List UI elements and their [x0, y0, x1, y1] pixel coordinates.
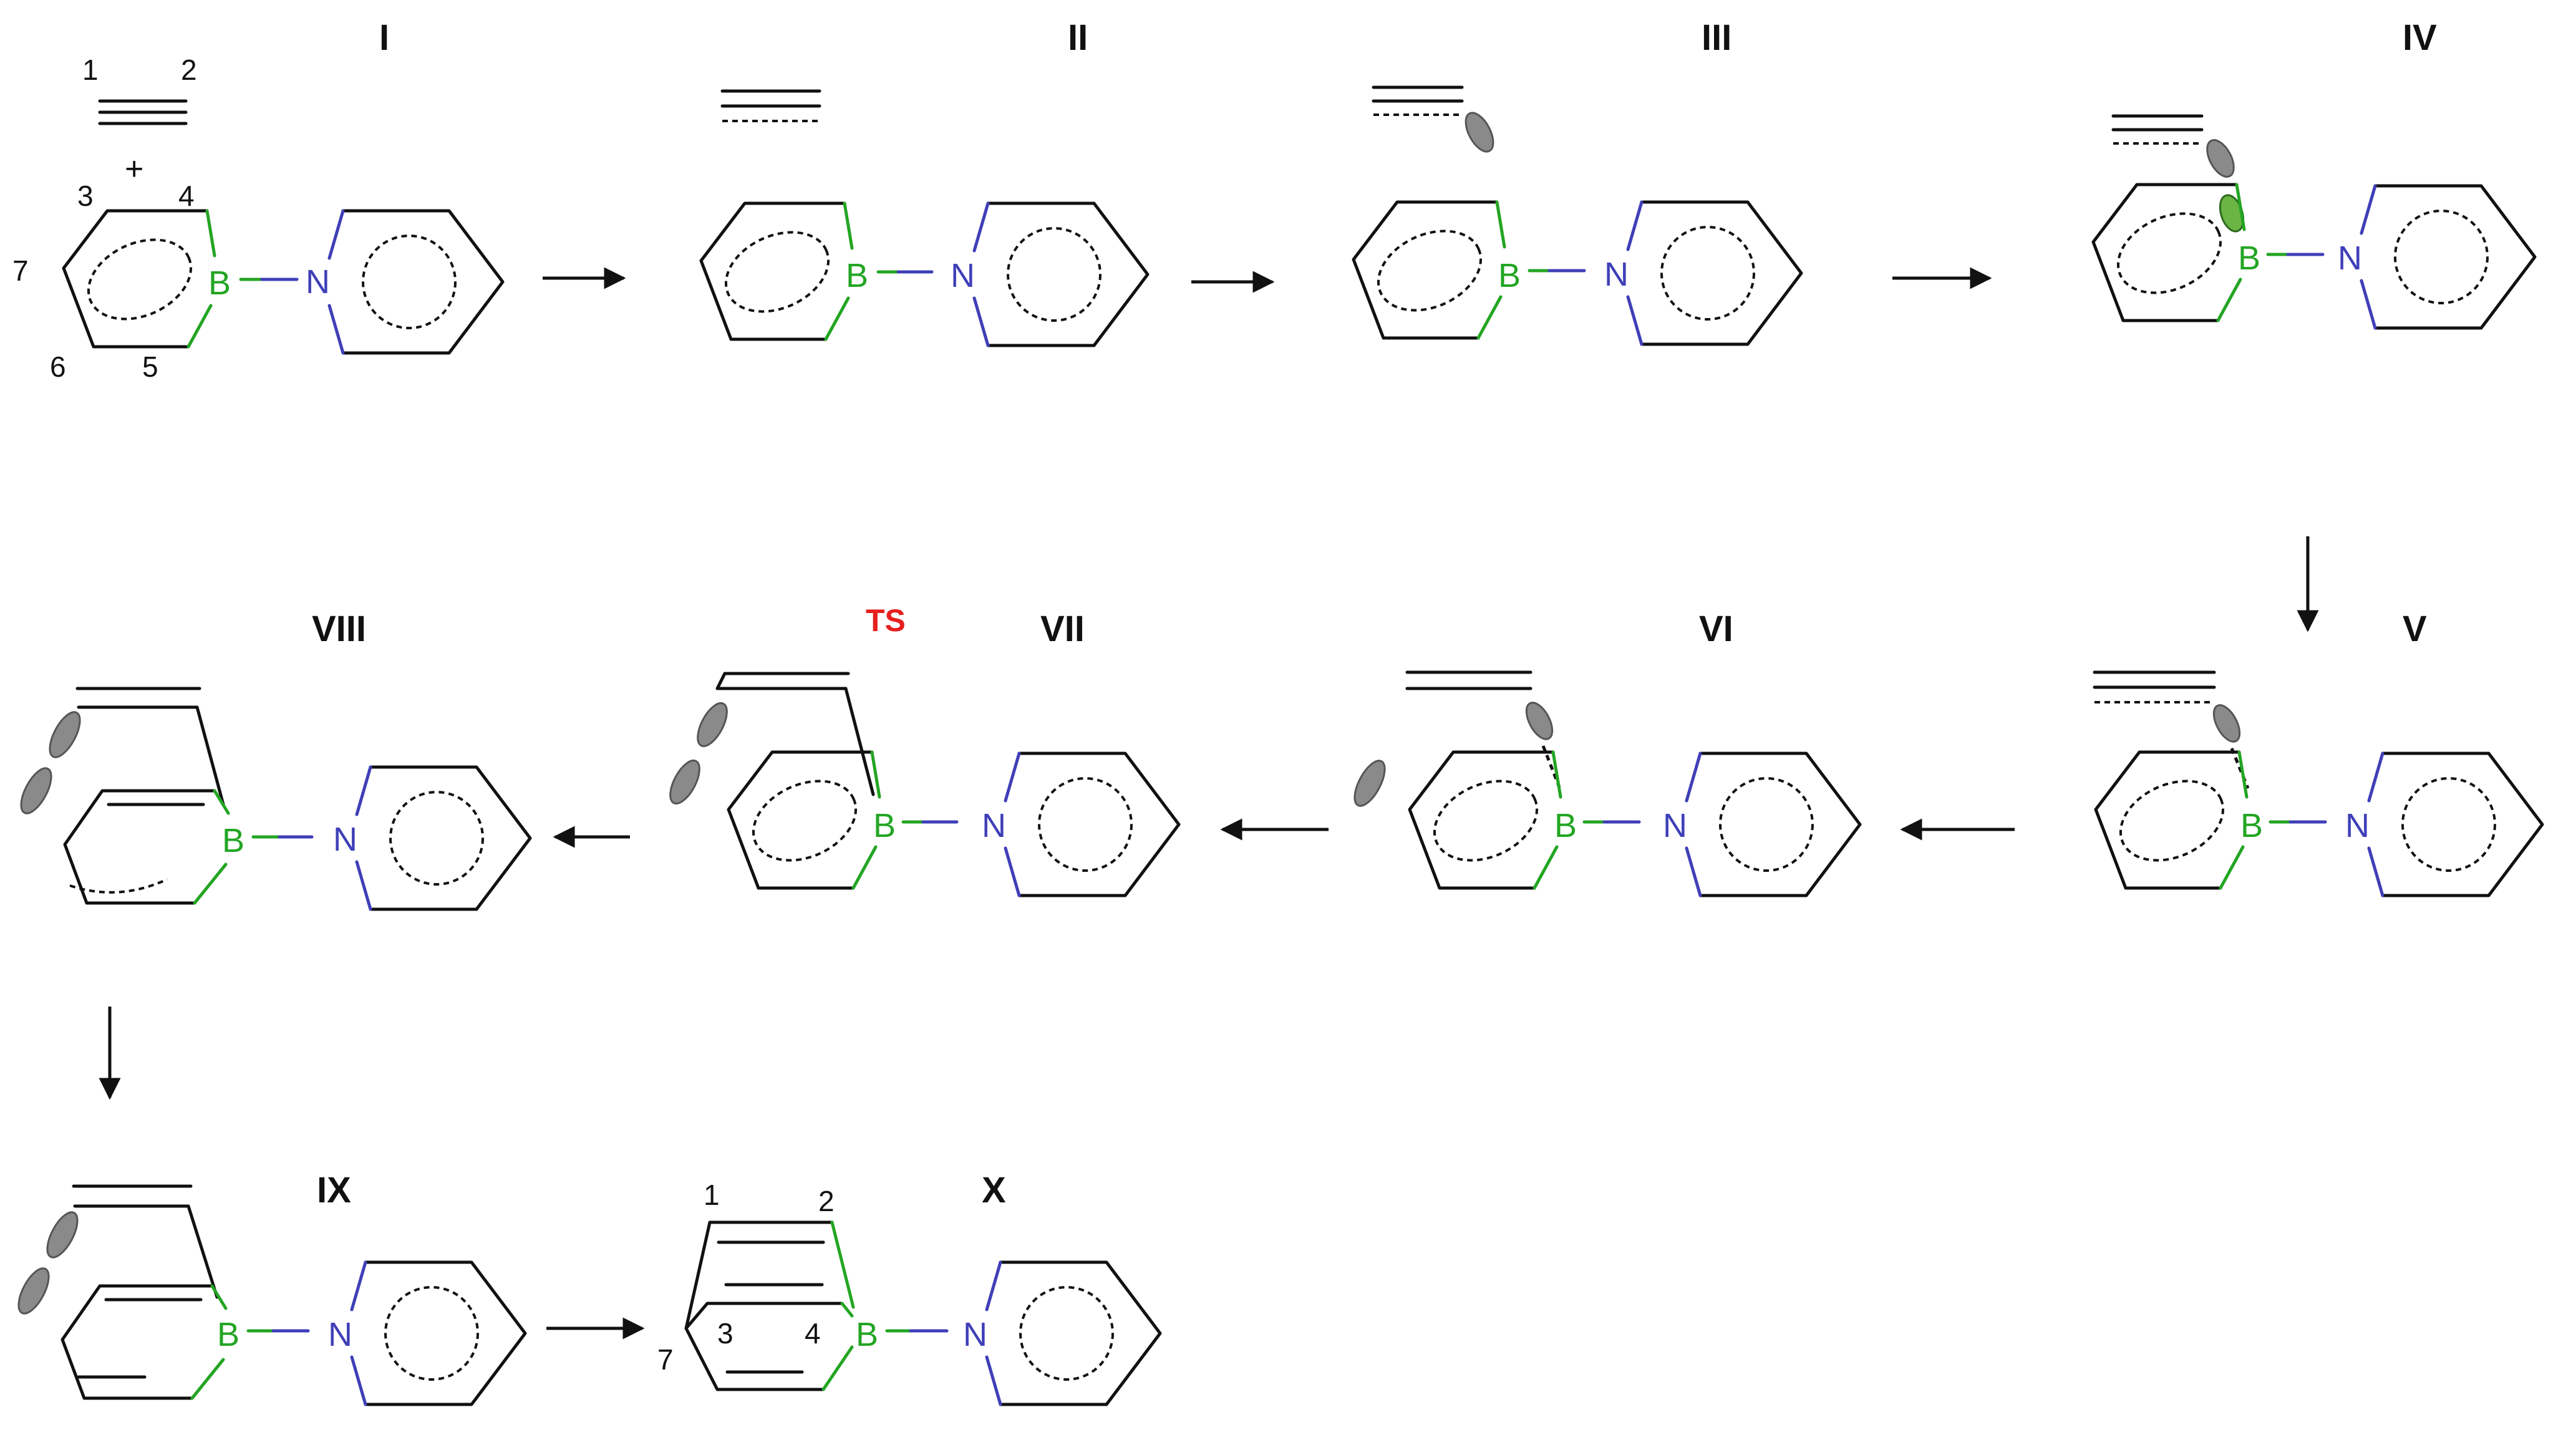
stage-3: III B N [1353, 17, 1801, 344]
nitrogen-atom: N [306, 263, 330, 301]
nitrogen-atom: N [1604, 256, 1629, 293]
pyridine-ring [329, 211, 503, 353]
atom-number-2: 2 [181, 54, 197, 86]
nitrogen-atom: N [963, 1316, 987, 1353]
nitrogen-atom: N [982, 807, 1006, 844]
nitrogen-atom: N [951, 257, 975, 294]
boron-atom: B [208, 264, 231, 302]
nitrogen-atom: N [2338, 239, 2362, 277]
atom-number-7: 7 [12, 254, 29, 287]
stage-label-5: V [2403, 609, 2427, 649]
atom-number-4: 4 [178, 180, 195, 212]
nitrogen-atom: N [1663, 807, 1687, 844]
stage-label-1: I [379, 17, 389, 58]
transition-state-badge: TS [866, 603, 906, 638]
stage-6: VI B N [1353, 609, 1860, 896]
stage-label-10: X [982, 1170, 1006, 1210]
stage-label-8: VIII [312, 609, 366, 649]
boron-atom: B [2240, 807, 2263, 844]
atom-number-5: 5 [142, 350, 158, 383]
stage-5: V B N [2093, 609, 2542, 896]
atom-number-1: 1 [704, 1179, 720, 1211]
stage-label-9: IX [317, 1170, 351, 1210]
nitrogen-atom: N [2345, 807, 2370, 844]
boron-atom: B [222, 822, 245, 859]
boron-atom: B [1498, 257, 1521, 294]
boron-atom: B [846, 257, 868, 294]
boron-atom: B [873, 807, 896, 844]
stage-label-3: III [1702, 17, 1731, 58]
stage-label-4: IV [2403, 17, 2437, 58]
atom-number-3: 3 [77, 180, 94, 212]
stage-1: I 1 2 + 3 4 7 6 5 B N [12, 17, 503, 383]
stage-7: TS VII B N [669, 603, 1179, 896]
boron-atom: B [856, 1316, 878, 1353]
stage-8: VIII B N [20, 609, 530, 909]
stage-10: X 1 2 3 4 7 B N [657, 1170, 1160, 1404]
stage-label-6: VI [1699, 609, 1733, 649]
atom-number-7: 7 [657, 1343, 674, 1376]
plus-sign: + [125, 151, 143, 187]
boron-atom: B [1554, 807, 1577, 844]
atom-number-2: 2 [818, 1185, 835, 1217]
boron-atom: B [2238, 239, 2260, 277]
acetylene [98, 99, 188, 125]
nitrogen-atom: N [333, 821, 357, 858]
stage-label-7: VII [1040, 609, 1085, 649]
stage-4: IV B N [2093, 17, 2535, 328]
atom-number-6: 6 [50, 350, 66, 383]
nitrogen-atom: N [328, 1316, 352, 1353]
borabenzene-ring [64, 211, 215, 347]
atom-number-3: 3 [717, 1317, 734, 1350]
atom-number-4: 4 [805, 1317, 821, 1350]
atom-number-1: 1 [82, 54, 99, 86]
stage-2: II B N [701, 17, 1148, 345]
stage-9: IX B N [17, 1170, 525, 1404]
stage-label-2: II [1068, 17, 1088, 58]
boron-atom: B [217, 1316, 240, 1353]
